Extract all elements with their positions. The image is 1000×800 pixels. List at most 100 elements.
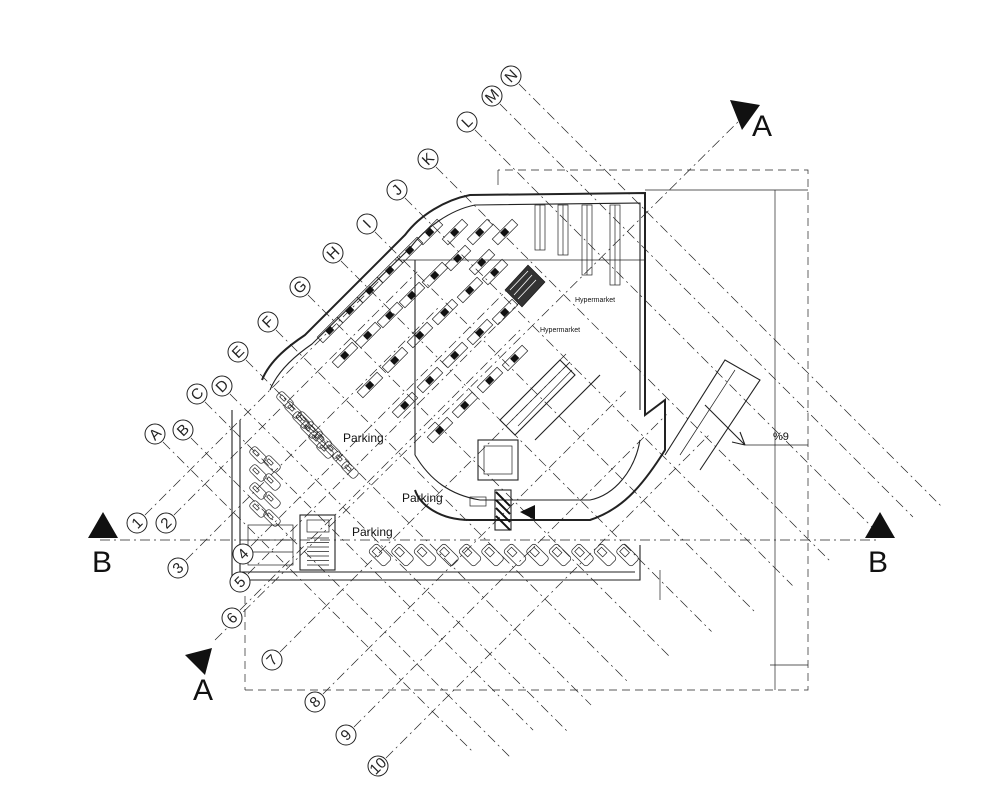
car-stall: [481, 543, 504, 567]
building-outline: [231, 191, 666, 581]
grid-line-10: [385, 435, 709, 759]
car-stall: [314, 431, 332, 449]
grid-bubble-8: 8: [304, 691, 326, 713]
grid-line-4: [250, 282, 515, 547]
section-a-top-label: A: [752, 110, 772, 143]
grid-bubble-6: 6: [221, 607, 243, 629]
car-stall: [356, 371, 384, 399]
hypermarket-label-1: Hypermarket: [575, 297, 615, 304]
car-stall: [476, 366, 504, 394]
grid-bubble-d: D: [211, 375, 233, 397]
ramp-slope-label: %9: [773, 431, 789, 443]
car-stall: [249, 482, 267, 500]
parking-stalls: [249, 218, 639, 567]
grid-line-3: [185, 306, 440, 561]
section-b-right-arrow: [865, 512, 895, 538]
car-stall: [249, 500, 267, 518]
grid-line-d: [229, 393, 567, 731]
grid-bubble-j: J: [386, 179, 408, 201]
section-line-b: B B: [88, 512, 895, 579]
grid-line-e: [245, 359, 592, 706]
section-b-left-label: B: [92, 546, 112, 579]
car-stall: [391, 391, 419, 419]
grid-lines-numbers: [144, 271, 709, 759]
car-stall: [491, 218, 519, 246]
grid-bubble-5: 5: [229, 571, 251, 593]
grid-line-i: [374, 231, 755, 612]
car-stall: [296, 411, 314, 429]
car-stall: [249, 446, 267, 464]
car-stall: [249, 464, 267, 482]
car-stall: [426, 416, 454, 444]
car-stall: [391, 543, 414, 567]
car-stall: [548, 543, 572, 567]
car-stall: [323, 441, 341, 459]
car-stall: [396, 236, 424, 264]
car-stall: [444, 244, 472, 272]
grid-line-k: [435, 166, 833, 564]
car-stall: [593, 543, 617, 567]
parking-label-3: Parking: [352, 525, 393, 539]
car-stall: [491, 298, 519, 326]
grid-line-1: [144, 281, 379, 516]
car-stall: [456, 276, 484, 304]
car-stall: [481, 258, 509, 286]
hypermarket-label-2: Hypermarket: [540, 327, 580, 334]
car-stall: [376, 256, 404, 284]
grid-bubble-4: 4: [232, 543, 254, 565]
site-boundary: [244, 169, 809, 691]
grid-bubble-f: F: [257, 311, 279, 333]
grid-line-l: [474, 129, 880, 535]
section-a-bottom-arrow: [185, 648, 212, 675]
escalators: [499, 353, 601, 441]
section-line-a: A A: [185, 100, 772, 707]
grid-line-j: [404, 197, 793, 586]
car-stall: [431, 298, 459, 326]
car-stall: [263, 473, 281, 491]
grid-bubble-a: A: [144, 423, 166, 445]
grid-bubble-1: 1: [126, 512, 148, 534]
car-stall: [421, 261, 449, 289]
car-stall: [368, 543, 392, 567]
grid-bubble-10: 10: [366, 754, 390, 778]
section-b-left-arrow: [88, 512, 118, 538]
parking-label-2: Parking: [402, 491, 443, 505]
grid-line-6: [239, 326, 524, 611]
grid-bubble-c: C: [186, 383, 208, 405]
grid-bubble-7: 7: [261, 649, 283, 671]
car-stall: [332, 451, 350, 469]
car-stall: [526, 543, 549, 567]
car-stall: [413, 543, 437, 567]
grid-bubble-m: M: [481, 85, 503, 107]
grid-lines-letters: [162, 83, 941, 758]
car-stall: [451, 391, 479, 419]
car-stall: [406, 321, 434, 349]
car-stall: [376, 301, 404, 329]
section-a-bottom-label: A: [193, 674, 213, 707]
car-stall: [263, 509, 281, 527]
grid-line-g: [307, 294, 671, 658]
car-stall: [441, 218, 469, 246]
grid-bubble-i: I: [356, 213, 378, 235]
car-stall: [441, 341, 469, 369]
car-stall: [416, 366, 444, 394]
grid-bubble-label: 10: [366, 754, 390, 778]
car-stall: [436, 543, 459, 567]
car-stall: [503, 543, 527, 567]
parking-label-1: Parking: [343, 431, 384, 445]
car-stall: [341, 461, 359, 479]
section-b-right-label: B: [868, 546, 888, 579]
grid-bubble-n: N: [500, 65, 522, 87]
car-stall: [381, 346, 409, 374]
grid-bubble-h: H: [322, 242, 344, 264]
ramp: [664, 359, 808, 471]
grid-line-b: [190, 437, 511, 758]
grid-bubble-l: L: [456, 111, 478, 133]
grid-bubble-e: E: [227, 341, 249, 363]
grid-line-n: [518, 83, 941, 506]
grid-bubble-3: 3: [167, 557, 189, 579]
